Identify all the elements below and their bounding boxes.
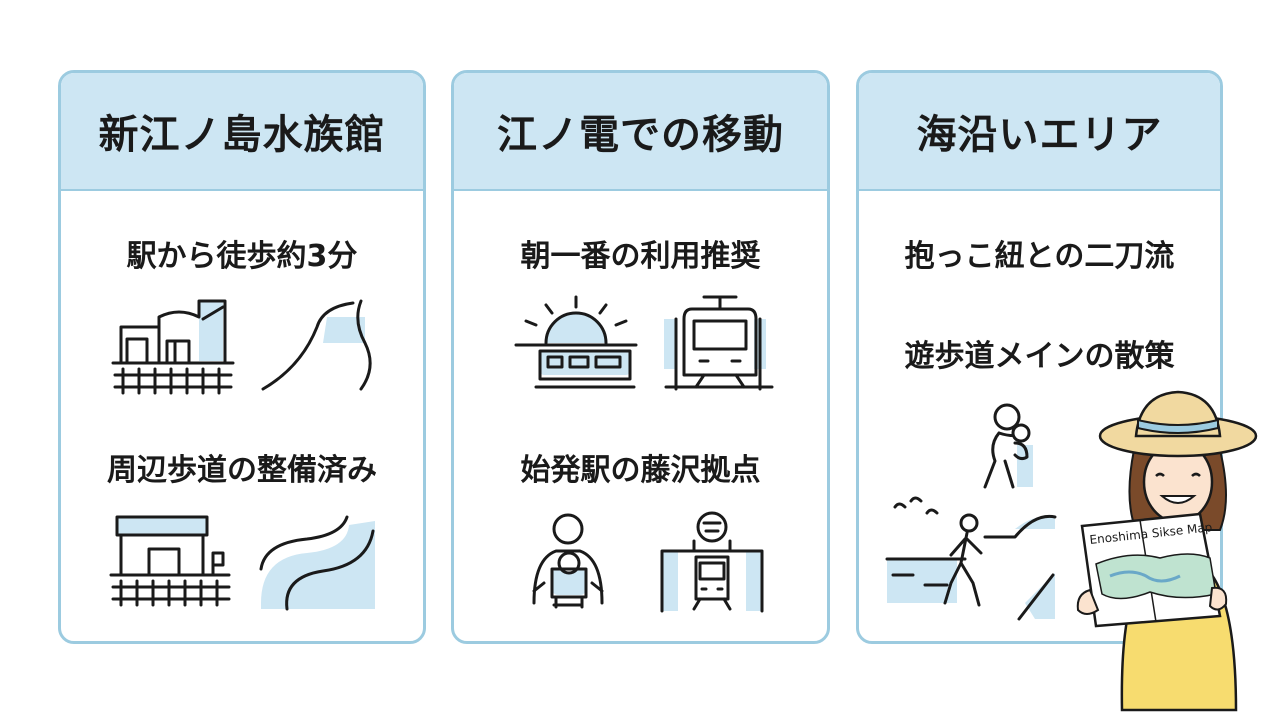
card-line: 抱っこ紐との二刀流 [904,239,1175,274]
parent-carrying-child-icon [983,403,1033,489]
station-building-icon [111,299,235,395]
card-seaside: 海沿いエリア 抱っこ紐との二刀流 遊歩道メインの散策 [856,70,1223,644]
card-line: 周辺歩道の整備済み [107,453,377,488]
winding-path-icon [259,515,375,611]
card-title: 江ノ電での移動 [497,112,784,158]
card-aquarium: 新江ノ島水族館 駅から徒歩約3分 周辺歩道の整備済み [58,70,426,644]
seaside-walker-icon [885,496,1057,621]
station-platform-train-icon [660,511,764,613]
card-line: 駅から徒歩約3分 [126,239,358,274]
sunrise-train-icon [514,295,638,389]
card-title: 海沿いエリア [916,112,1163,158]
coastline-road-icon [261,299,372,391]
baby-carrier-icon [532,513,604,609]
card-header: 新江ノ島水族館 [61,73,423,191]
card-title: 新江ノ島水族館 [98,112,386,158]
station-shop-icon [109,515,231,607]
card-enoden: 江ノ電での移動 朝一番の利用推奨 始発駅の藤沢拠点 [451,70,830,644]
card-line: 遊歩道メインの散策 [904,339,1175,374]
woman-with-map-illustration: Enoshima Sikse Map [1076,390,1258,712]
card-header: 海沿いエリア [859,73,1220,191]
card-header: 江ノ電での移動 [454,73,827,191]
card-line: 朝一番の利用推奨 [520,239,761,274]
card-line: 始発駅の藤沢拠点 [520,453,761,488]
tram-front-icon [664,295,774,391]
